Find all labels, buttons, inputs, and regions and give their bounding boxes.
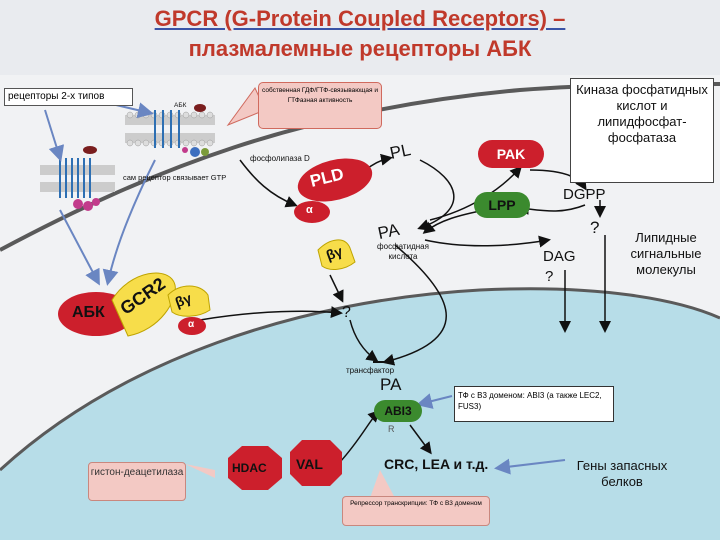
val-label: VAL <box>296 456 323 472</box>
crc-lea-label: CRC, LEA и т.д. <box>384 456 489 472</box>
arrow-abi3-crc <box>409 424 432 455</box>
abi3-pill: ABI3 <box>374 400 422 422</box>
pak-pill: PAK <box>478 140 544 168</box>
pa-nucleus-label: PA <box>380 375 402 394</box>
arrow-left-to-abk <box>59 209 100 286</box>
abk-label: АБК <box>72 304 105 321</box>
receptor-membrane-left <box>40 146 115 211</box>
r-label: R <box>388 424 395 434</box>
title-band <box>0 0 720 75</box>
val-octagon <box>290 440 342 486</box>
phospholipase-d-label: фосфолипаза D <box>250 154 310 163</box>
histone-deacetylase-box: гистон-деацетилаза <box>88 462 186 501</box>
title-line1: GPCR (G-Protein Coupled Receptors) – <box>154 6 566 31</box>
receptor-types-label: рецепторы 2-х типов <box>4 88 133 106</box>
pl-label: PL <box>388 140 413 163</box>
gcr2-shape <box>111 272 176 337</box>
question-dag: ? <box>545 268 554 285</box>
tf-b3-box: ТФ с В3 доменом: ABI3 (а также LEC2, FUS… <box>454 386 614 422</box>
hdac-label: HDAC <box>232 461 267 475</box>
repressor-box: Репрессор транскрипции: ТФ с В3 доменом <box>342 496 490 526</box>
arrow-receptor-alpha <box>239 159 298 208</box>
kinase-box: Киназа фосфатидных кислот и липидфосфат-… <box>570 78 714 183</box>
receptor-binds-gtp-label: сам рецептор связывает GTP <box>123 173 227 182</box>
alpha-ellipse <box>294 201 330 223</box>
aba-small-label: АБК <box>174 102 187 109</box>
bg2-shape <box>167 285 211 317</box>
alpha2-label: α <box>188 319 195 330</box>
alpha-label: α <box>306 204 313 216</box>
phosphatidic-acid-label: фосфатидная кислота <box>377 242 429 261</box>
arrow-types-to-left <box>44 109 65 162</box>
question-center: ? <box>342 304 351 321</box>
arrow-pl-pa <box>417 159 455 231</box>
pld-ellipse <box>297 158 373 202</box>
arrow-alpha2-q <box>199 306 343 321</box>
storage-genes-label: Гены запасных белков <box>576 458 668 489</box>
title-line2: плазмалемные рецепторы АБК <box>188 36 532 61</box>
dgpp-label: DGPP <box>563 186 606 203</box>
gdp-gtp-callout: собственная ГДФ/ГТФ-связывающая и ГТФазн… <box>258 82 382 129</box>
arrow-storage-genes <box>494 458 566 475</box>
dag-label: DAG <box>543 248 576 265</box>
arrow-bg-q <box>329 274 344 303</box>
alpha2-ellipse <box>178 317 206 335</box>
arrow-q-transfactor <box>349 319 379 362</box>
page-title: GPCR (G-Protein Coupled Receptors) – пла… <box>0 4 720 64</box>
lpp-pill: LPP <box>474 192 530 218</box>
arrow-top-to-abk <box>102 159 156 286</box>
arrow-pa-dag <box>424 235 551 248</box>
arrow-tf-box <box>416 393 453 409</box>
transfactor-label: трансфактор <box>346 366 395 375</box>
bg-shape <box>317 239 356 270</box>
hdac-octagon <box>228 446 282 490</box>
question-dgpp: ? <box>590 218 600 237</box>
lipid-signal-label: Липидные сигнальные молекулы <box>630 230 702 277</box>
arrow-pa-transfactor <box>382 244 447 366</box>
